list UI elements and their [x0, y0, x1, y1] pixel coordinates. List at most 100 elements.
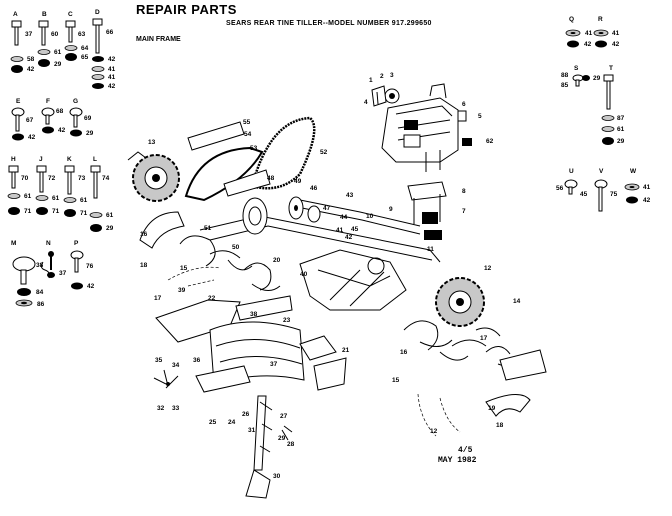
- callout-21: 21: [342, 347, 350, 354]
- part-42: 42: [27, 66, 35, 73]
- hardware-group-h: H 70 61 71: [7, 156, 32, 215]
- callout-15: 15: [180, 265, 188, 272]
- main-assembly-drawing: [127, 83, 547, 499]
- callout-19: 19: [488, 405, 496, 412]
- part-29-l: 29: [106, 225, 114, 232]
- svg-text:12: 12: [430, 428, 438, 435]
- part-61-k: 61: [80, 197, 88, 204]
- part-61-h: 61: [24, 193, 32, 200]
- callout-49: 49: [294, 178, 302, 185]
- callout-16: 16: [140, 231, 148, 238]
- svg-text:41: 41: [108, 74, 116, 81]
- hardware-group-m: M 84 86: [11, 240, 45, 308]
- callout-6: 6: [462, 101, 466, 108]
- group-letter-c: C: [68, 11, 73, 18]
- part-73: 73: [78, 175, 86, 182]
- callout-37: 37: [270, 361, 278, 368]
- callout-7: 7: [462, 208, 466, 215]
- callout-55: 55: [243, 119, 251, 126]
- callout-54: 54: [244, 131, 252, 138]
- group-letter-h: H: [11, 156, 16, 163]
- callout-12: 12: [484, 265, 492, 272]
- part-64: 64: [81, 45, 89, 52]
- callout-51: 51: [204, 225, 212, 232]
- callout-48: 48: [267, 175, 275, 182]
- part-42-f: 42: [58, 127, 66, 134]
- callout-43: 43: [346, 192, 354, 199]
- part-56: 56: [556, 185, 564, 192]
- hardware-group-a: A 37 58 42: [10, 11, 35, 73]
- depth-stake: [245, 395, 273, 499]
- hardware-group-n: N 38 37: [36, 240, 67, 279]
- hardware-group-k: K 73 61 71: [63, 156, 88, 217]
- part-86: 86: [37, 301, 45, 308]
- hardware-group-b: B 60 61 29: [37, 11, 62, 68]
- callout-13: 13: [148, 139, 156, 146]
- part-37-n: 37: [59, 270, 67, 277]
- callout-8: 8: [462, 188, 466, 195]
- callout-41: 41: [336, 227, 344, 234]
- callout-42: 42: [345, 234, 353, 241]
- hardware-group-u: U 56 45: [556, 168, 588, 198]
- callout-1: 1: [369, 77, 373, 84]
- callout-5: 5: [478, 113, 482, 120]
- callout-3: 3: [390, 72, 394, 79]
- group-letter-g: G: [73, 98, 78, 105]
- part-61-t: 61: [617, 126, 625, 133]
- part-61-j: 61: [52, 195, 60, 202]
- callout-46: 46: [310, 185, 318, 192]
- callout-23: 23: [283, 317, 291, 324]
- callout-40: 40: [300, 271, 308, 278]
- callout-10: 10: [366, 213, 374, 220]
- part-71-j: 71: [52, 208, 60, 215]
- page-title: REPAIR PARTS: [136, 2, 237, 17]
- svg-text:18: 18: [496, 422, 504, 429]
- footer-date: MAY 1982: [438, 456, 477, 465]
- callout-20: 20: [273, 257, 281, 264]
- part-29-s: 29: [593, 75, 601, 82]
- part-70: 70: [21, 175, 29, 182]
- hardware-group-q: Q 41 42: [565, 16, 593, 48]
- tine-hood: [155, 295, 347, 393]
- part-71-k: 71: [80, 210, 88, 217]
- group-letter-m: M: [11, 240, 16, 247]
- svg-text:17: 17: [480, 335, 488, 342]
- svg-text:15: 15: [392, 377, 400, 384]
- group-letter-j: J: [39, 156, 43, 163]
- group-letter-b: B: [42, 11, 47, 18]
- part-58: 58: [27, 56, 35, 63]
- callout-34: 34: [172, 362, 180, 369]
- part-85: 85: [561, 82, 569, 89]
- callout-24: 24: [228, 419, 236, 426]
- part-29-t: 29: [617, 138, 625, 145]
- svg-text:42: 42: [108, 83, 116, 90]
- group-letter-q: Q: [569, 16, 574, 23]
- part-29: 29: [54, 61, 62, 68]
- callout-29: 29: [278, 435, 286, 442]
- callout-28: 28: [287, 441, 295, 448]
- callout-9: 9: [389, 206, 393, 213]
- group-letter-e: E: [16, 98, 21, 105]
- part-41-r: 41: [612, 30, 620, 37]
- callout-35: 35: [155, 357, 163, 364]
- callout-33: 33: [172, 405, 180, 412]
- part-72: 72: [48, 175, 56, 182]
- group-letter-n: N: [46, 240, 51, 247]
- hardware-group-v: V 75: [594, 168, 618, 212]
- callout-2: 2: [380, 73, 384, 80]
- callout-39: 39: [178, 287, 186, 294]
- callout-18: 18: [140, 262, 148, 269]
- hardware-group-d: D 66 42 41 41 42: [91, 9, 116, 90]
- callout-labels: 1 2 3 4 5 6 7 8 9 10 11 12 13 14 15 16 1…: [140, 72, 521, 480]
- group-letter-t: T: [609, 65, 613, 72]
- part-61: 61: [54, 49, 62, 56]
- engine: [381, 83, 459, 172]
- hardware-group-r: R 41 42: [593, 16, 620, 48]
- part-75: 75: [610, 191, 618, 198]
- group-letter-a: A: [13, 11, 18, 18]
- hardware-group-s: S 88 85 29: [561, 65, 601, 89]
- part-42-r: 42: [612, 41, 620, 48]
- part-37: 37: [25, 31, 33, 38]
- part-41-d: 41: [108, 66, 116, 73]
